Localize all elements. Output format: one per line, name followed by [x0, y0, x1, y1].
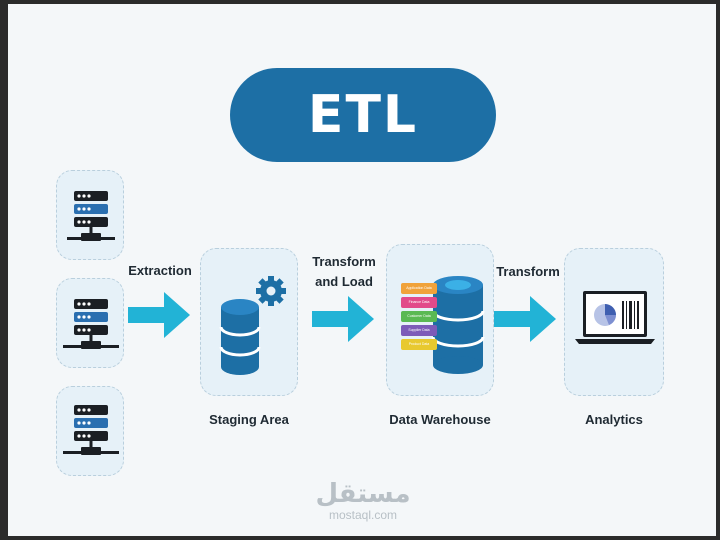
staging-area-card	[200, 248, 298, 396]
server-icon	[67, 191, 115, 241]
warehouse-tag: Product Data	[401, 339, 437, 350]
extraction-label: Extraction	[128, 263, 192, 278]
laptop-chart-icon	[575, 291, 655, 344]
source-server-card-2	[56, 278, 124, 368]
data-warehouse-card: Application Data Finance Data Customer D…	[386, 244, 494, 396]
watermark: مستقل mostaql.com	[298, 480, 428, 522]
server-icon	[63, 299, 119, 349]
transform-arrow-icon	[494, 296, 556, 342]
database-gear-icon	[219, 276, 286, 375]
warehouse-tag: Finance Data	[401, 297, 437, 308]
server-icon	[63, 405, 119, 455]
transform-load-arrow-icon	[312, 296, 374, 342]
title-pill: ETL	[230, 68, 496, 162]
etl-diagram: ETL	[8, 4, 716, 536]
source-server-card-1	[56, 170, 124, 260]
watermark-arabic: مستقل	[315, 479, 411, 509]
extraction-arrow-icon	[128, 292, 190, 338]
warehouse-tag: Supplier Data	[401, 325, 437, 336]
source-server-card-3	[56, 386, 124, 476]
warehouse-tag: Application Data	[401, 283, 437, 294]
data-warehouse-label: Data Warehouse	[389, 412, 491, 427]
analytics-card	[564, 248, 664, 396]
transform-label: Transform	[496, 264, 560, 279]
warehouse-tag: Customer Data	[401, 311, 437, 322]
staging-area-label: Staging Area	[209, 412, 289, 427]
watermark-latin: mostaql.com	[328, 508, 398, 522]
transform-load-label-line2: and Load	[315, 274, 373, 289]
analytics-label: Analytics	[585, 412, 643, 427]
diagram-title: ETL	[307, 85, 419, 145]
transform-load-label-line1: Transform	[312, 254, 376, 269]
warehouse-tag-list: Application Data Finance Data Customer D…	[401, 283, 437, 353]
